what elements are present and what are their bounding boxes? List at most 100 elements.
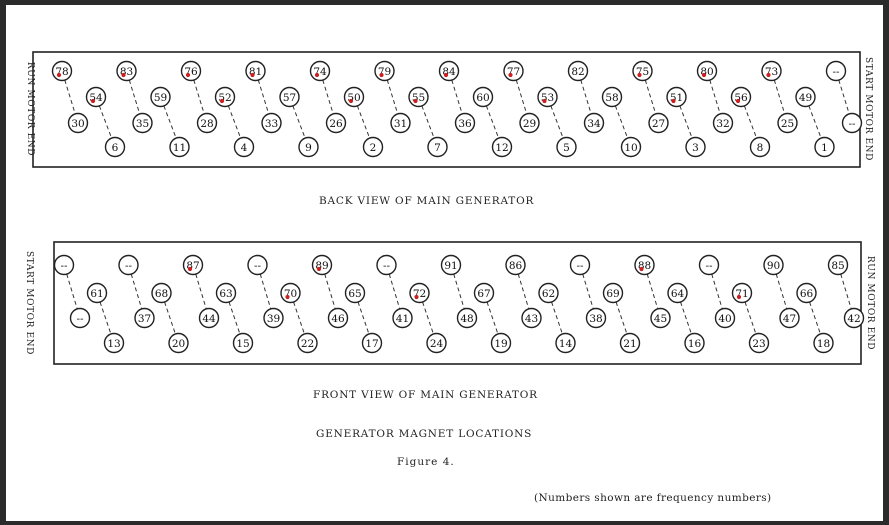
marker-dot [90,98,96,104]
magnet-label: 21 [623,338,636,350]
magnet: 72 [409,282,430,304]
magnet-circle [390,112,411,134]
magnet: 67 [473,282,495,304]
magnet-label: 14 [559,338,573,350]
marker-dot [56,72,62,78]
magnet-circle [361,332,383,354]
magnet: 76 [180,60,202,82]
magnet-label: 24 [430,338,444,350]
magnet: 50 [343,86,365,108]
leader-line [128,79,141,115]
magnet: 13 [103,332,125,354]
magnet-circle [118,254,139,276]
leader-line [515,79,528,115]
magnet-label: 49 [799,92,812,104]
marker-dot [413,98,418,104]
leader-line [614,105,629,139]
magnet-circle [325,112,347,134]
leader-line [293,301,305,335]
magnet-label: 29 [523,118,536,130]
magnet-circle [472,86,494,108]
magnet-circle [150,86,171,108]
magnet-label: 86 [509,260,523,272]
magnet-label: -- [60,260,68,272]
magnet: 66 [796,282,817,304]
leader-line [357,301,370,335]
magnet: 88 [634,254,655,276]
marker-dot [348,98,354,104]
magnet: 35 [132,112,153,134]
magnet: 11 [169,136,190,158]
marker-dot [379,72,384,78]
magnet-label: 39 [267,313,280,325]
leader-line [773,79,786,115]
leader-line [551,301,563,335]
magnet-label: 22 [301,338,314,350]
magnet-label: 20 [172,338,185,350]
magnet: 34 [583,112,605,134]
magnet: 16 [684,332,705,354]
magnet-label: 82 [571,66,584,78]
magnet: 12 [491,136,513,158]
marker-dot [735,98,741,104]
magnet-circle [698,254,720,276]
magnet-label: 23 [752,338,765,350]
magnet-label: 15 [236,338,249,350]
magnet-circle [69,307,91,329]
magnet: 81 [245,60,266,82]
magnet-label: 1 [821,142,828,154]
figure-number: Figure 4. [397,456,455,468]
leader-line [744,301,757,335]
magnet: 82 [567,60,589,82]
magnet-circle [456,307,478,329]
leader-line [517,273,530,310]
magnet: 80 [696,60,718,82]
back_panel-leader-lines [64,79,850,139]
front-view-panel: START MOTOR END RUN MOTOR END ----87--89… [24,241,875,365]
magnet: 41 [392,307,413,329]
magnet: 58 [601,86,623,108]
magnet: 26 [325,112,347,134]
magnet-label: -- [383,260,391,272]
magnet-label: 43 [525,313,538,325]
leader-line [193,79,205,115]
magnet: 14 [555,332,576,354]
magnet: 65 [344,282,366,304]
magnet: 84 [438,60,460,82]
magnet-circle [151,282,172,304]
magnet-label: 30 [71,118,84,130]
magnet-circle [168,332,189,354]
marker-dot [316,266,322,272]
magnet: 30 [67,112,89,134]
magnet: 59 [150,86,171,108]
magnet-circle [67,112,89,134]
magnet: 70 [280,282,301,304]
magnet-label: 47 [783,313,796,325]
magnet: 44 [198,307,220,329]
magnet: 40 [714,307,736,329]
magnet: 79 [374,60,395,82]
leader-line [451,79,463,115]
magnet-circle [843,307,865,329]
magnet: 3 [685,136,706,158]
magnet: 46 [327,307,349,329]
magnet-label: 64 [671,288,685,300]
magnet-circle [490,332,512,354]
magnet-label: -- [832,66,840,78]
magnet-label: 9 [305,142,312,154]
leader-line [388,273,401,310]
magnet-circle [198,307,220,329]
back-right-end-label: START MOTOR END [863,57,873,161]
magnet: 60 [472,86,494,108]
magnet: 87 [182,254,204,276]
magnet: 91 [440,254,462,276]
magnet: 2 [362,136,384,158]
leader-line [163,105,177,139]
magnet-circle [748,332,770,354]
magnet: 49 [795,86,816,108]
magnet-label: 8 [757,142,764,154]
magnet: 89 [311,254,333,276]
magnet-label: 18 [817,338,830,350]
magnet-label: 63 [219,288,232,300]
